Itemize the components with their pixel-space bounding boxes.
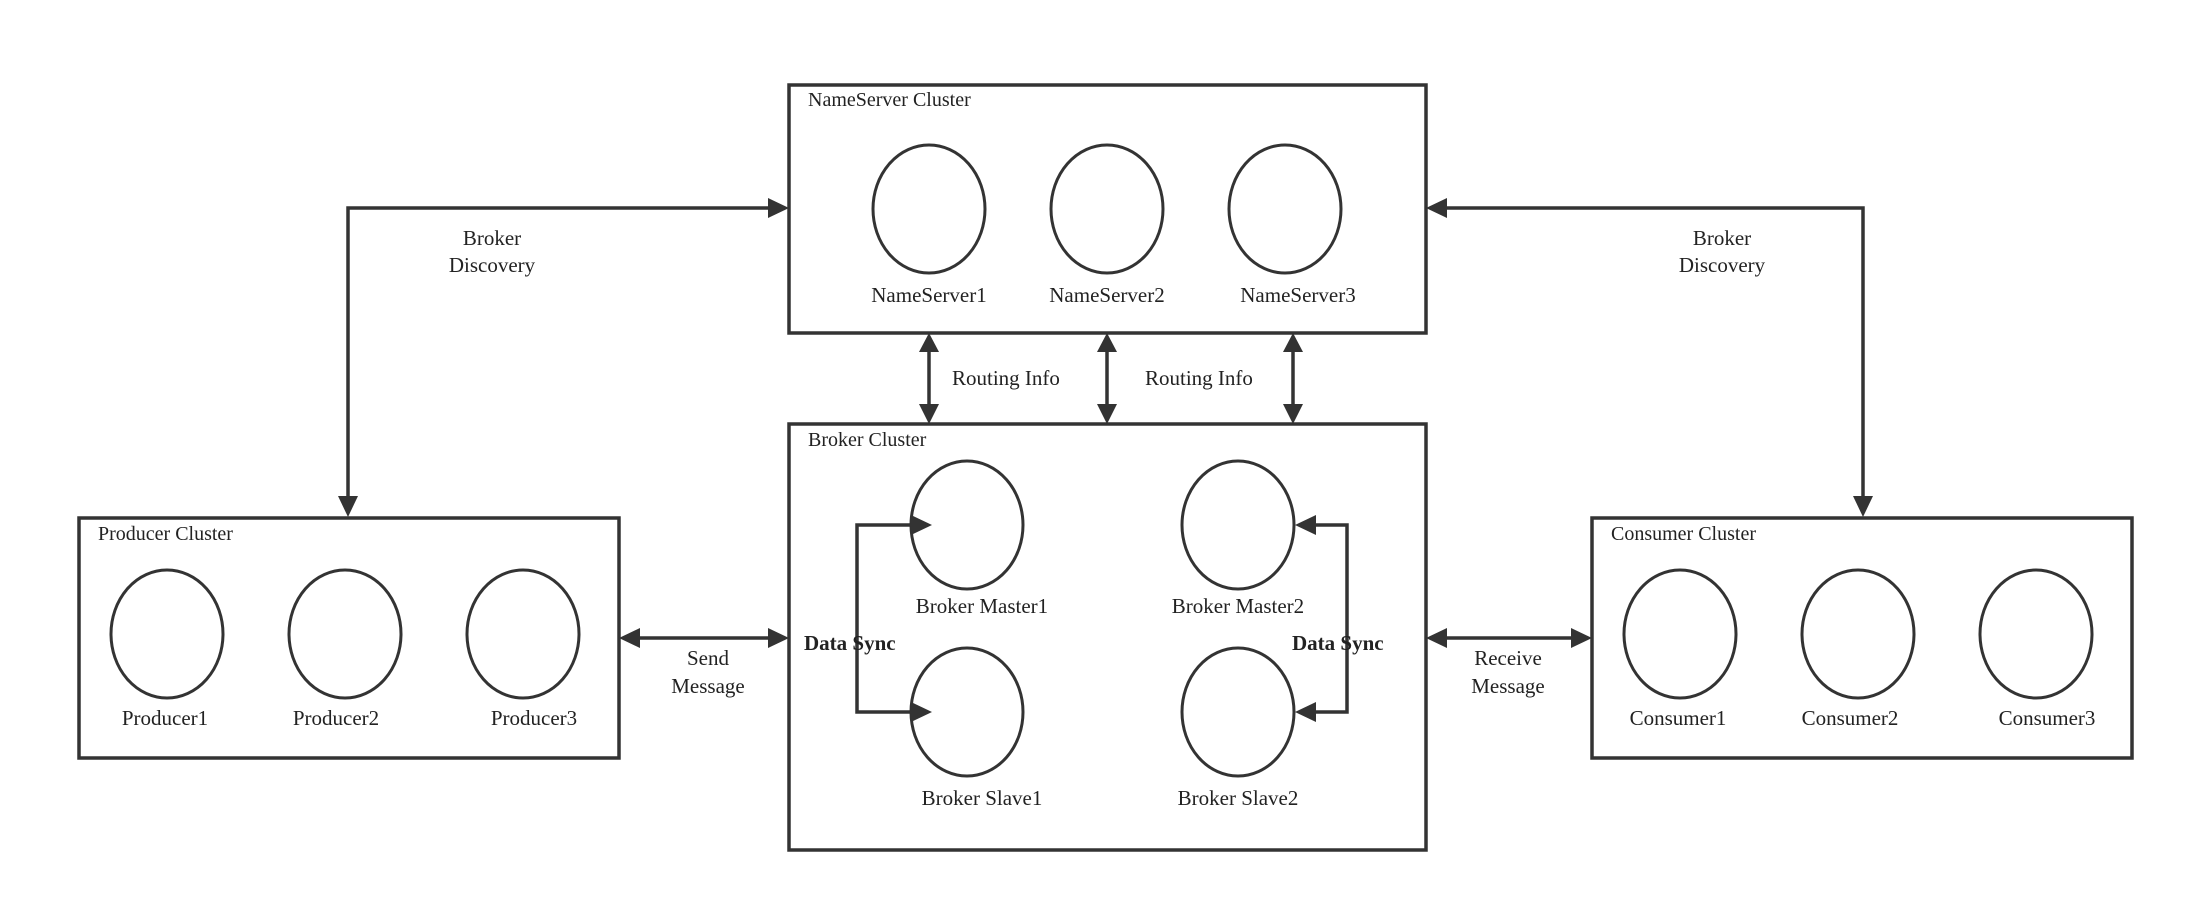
broker-cluster: Broker Cluster Broker Master1 Broker Mas…	[787, 422, 1428, 852]
data-sync-right-arrow-to-slave	[1295, 702, 1316, 722]
nameserver2-node	[1049, 143, 1165, 275]
producer-cluster-title: Producer Cluster	[98, 523, 233, 545]
producer3-label: Producer3	[491, 706, 577, 730]
receive-message-arrow-to-broker	[1426, 628, 1447, 648]
nameserver1-node	[871, 143, 987, 275]
data-sync-right-arrow-to-master	[1295, 515, 1316, 535]
broker-cluster-box	[787, 422, 1428, 852]
routing-arrow-1-down	[919, 404, 939, 424]
routing-info-left-label: Routing Info	[952, 366, 1060, 390]
nameserver-cluster: NameServer Cluster NameServer1 NameServe…	[787, 83, 1428, 335]
producer2-node	[287, 568, 403, 700]
broker-discovery-right-arrow-to-consumer	[1853, 496, 1873, 517]
data-sync-right-label: Data Sync	[1292, 631, 1384, 655]
routing-info-edges: Routing Info Routing Info	[919, 333, 1303, 424]
producer1-node	[109, 568, 225, 700]
consumer-cluster-title: Consumer Cluster	[1611, 523, 1756, 545]
receive-message-label-line1: Receive	[1474, 646, 1542, 670]
nameserver1-label: NameServer1	[871, 283, 986, 307]
send-message-arrow-to-broker	[768, 628, 789, 648]
broker-discovery-left-label-line2: Discovery	[449, 253, 536, 277]
producer1-label: Producer1	[122, 706, 208, 730]
broker-discovery-left-arrow-to-nameserver	[768, 198, 789, 218]
routing-arrow-1-up	[919, 333, 939, 352]
receive-message-edge: Receive Message	[1426, 628, 1592, 698]
routing-arrow-3-up	[1283, 333, 1303, 352]
nameserver3-node	[1227, 143, 1343, 275]
broker-discovery-right-edge: Broker Discovery	[1426, 198, 1873, 517]
nameserver2-label: NameServer2	[1049, 283, 1164, 307]
send-message-label-line2: Message	[671, 674, 744, 698]
broker-cluster-title: Broker Cluster	[808, 429, 927, 451]
producer3-node	[465, 568, 581, 700]
nameserver3-label: NameServer3	[1240, 283, 1355, 307]
nameserver-cluster-title: NameServer Cluster	[808, 89, 971, 111]
send-message-label-line1: Send	[687, 646, 730, 670]
routing-arrow-3-down	[1283, 404, 1303, 424]
broker-master1-label: Broker Master1	[916, 594, 1048, 618]
receive-message-label-line2: Message	[1471, 674, 1544, 698]
send-message-arrow-to-producer	[619, 628, 640, 648]
producer-cluster: Producer Cluster Producer1 Producer2 Pro…	[77, 516, 621, 760]
routing-arrow-2-up	[1097, 333, 1117, 352]
receive-message-arrow-to-consumer	[1571, 628, 1592, 648]
data-sync-left-arrow-to-slave	[911, 702, 932, 722]
broker-discovery-left-edge: Broker Discovery	[338, 198, 789, 517]
data-sync-left-arrow-to-master	[911, 515, 932, 535]
broker-discovery-right-label-line2: Discovery	[1679, 253, 1766, 277]
broker-slave2-label: Broker Slave2	[1178, 786, 1299, 810]
broker-discovery-right-label-line1: Broker	[1693, 226, 1751, 250]
broker-discovery-right-connector	[1447, 206, 1865, 496]
data-sync-right-connector	[1316, 523, 1349, 714]
broker-discovery-left-connector	[346, 206, 768, 496]
broker-master2-node	[1180, 459, 1296, 591]
send-message-edge: Send Message	[619, 628, 789, 698]
routing-arrow-2-down	[1097, 404, 1117, 424]
broker-discovery-left-label-line1: Broker	[463, 226, 521, 250]
broker-slave2-node	[1180, 646, 1296, 778]
data-sync-left-connector	[855, 523, 911, 714]
consumer1-label: Consumer1	[1630, 706, 1727, 730]
routing-info-right-label: Routing Info	[1145, 366, 1253, 390]
broker-discovery-right-arrow-to-nameserver	[1426, 198, 1447, 218]
consumer-cluster: Consumer Cluster Consumer1 Consumer2 Con…	[1590, 516, 2134, 760]
producer2-label: Producer2	[293, 706, 379, 730]
consumer2-node	[1800, 568, 1916, 700]
consumer3-label: Consumer3	[1999, 706, 2096, 730]
broker-discovery-left-arrow-to-producer	[338, 496, 358, 517]
consumer3-node	[1978, 568, 2094, 700]
consumer1-node	[1622, 568, 1738, 700]
consumer2-label: Consumer2	[1802, 706, 1899, 730]
broker-slave1-label: Broker Slave1	[922, 786, 1043, 810]
data-sync-left-label: Data Sync	[804, 631, 896, 655]
broker-master2-label: Broker Master2	[1172, 594, 1304, 618]
